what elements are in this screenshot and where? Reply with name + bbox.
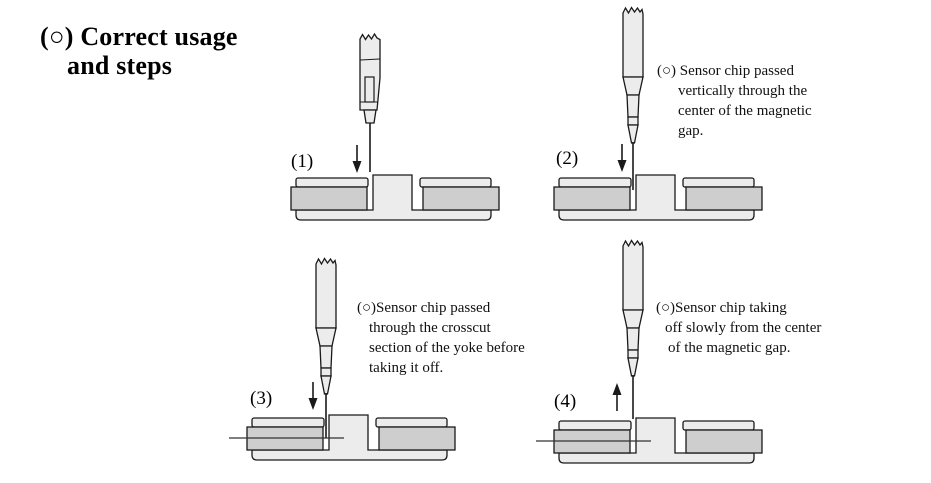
- step3-label: (3): [250, 388, 273, 409]
- note-line: vertically through the: [678, 83, 808, 99]
- step4-note: (○)Sensor chip taking off slowly from th…: [656, 298, 821, 358]
- step4-diagram: [536, 239, 763, 464]
- note-line: taking it off.: [369, 360, 444, 376]
- arrow-down-icon: [616, 143, 628, 173]
- note-line: center of the magnetic: [678, 103, 812, 119]
- step4-label: (4): [554, 391, 577, 412]
- step1-diagram: [290, 33, 500, 221]
- step1-label: (1): [291, 151, 314, 172]
- step2-diagram: [553, 6, 763, 221]
- note-line: (○)Sensor chip passed: [357, 300, 491, 316]
- note-line: gap.: [678, 123, 704, 139]
- arrow-down-icon: [351, 144, 363, 174]
- sensor-probe-icon: [359, 33, 381, 124]
- title-line-2: and steps: [67, 51, 173, 80]
- note-line: (○) Sensor chip passed: [657, 63, 794, 79]
- sensor-probe-icon: [622, 6, 644, 144]
- note-line: section of the yoke before: [369, 340, 525, 356]
- step2-label: (2): [556, 148, 579, 169]
- arrow-down-icon: [307, 381, 319, 411]
- step3-diagram: [229, 257, 456, 461]
- note-line: (○)Sensor chip taking: [656, 300, 787, 316]
- note-line: through the crosscut: [369, 320, 491, 336]
- page-title: (○) Correct usage and steps: [40, 22, 238, 80]
- title-line-1: (○) Correct usage: [40, 22, 238, 51]
- yoke-assembly: [290, 174, 500, 221]
- note-line: of the magnetic gap.: [668, 340, 791, 356]
- note-line: off slowly from the center: [665, 320, 822, 336]
- step2-note: (○) Sensor chip passed vertically throug…: [657, 61, 812, 141]
- step3-note: (○)Sensor chip passed through the crossc…: [357, 298, 525, 378]
- sensor-probe-icon: [315, 257, 337, 395]
- arrow-up-icon: [611, 382, 623, 412]
- sensor-probe-icon: [622, 239, 644, 377]
- yoke-assembly: [553, 174, 763, 221]
